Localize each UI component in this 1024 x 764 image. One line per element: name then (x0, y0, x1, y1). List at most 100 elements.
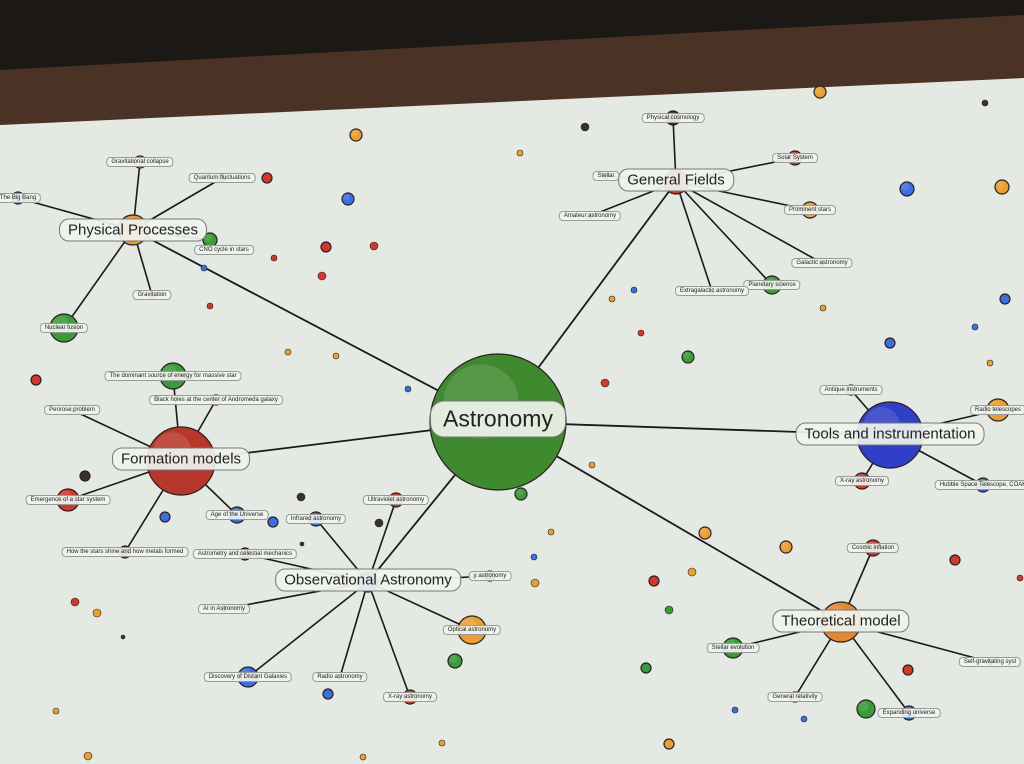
branch-label[interactable]: Tools and instrumentation (795, 422, 985, 446)
leaf-label[interactable]: Galactic astronomy (791, 258, 853, 268)
scatter-dot (600, 378, 610, 388)
scatter-dot (404, 385, 412, 393)
scatter-dots (30, 85, 1024, 761)
leaf-label[interactable]: Expanding universe (877, 708, 941, 718)
scatter-dot-highlight (700, 527, 707, 535)
scatter-dot-highlight (343, 193, 350, 201)
scatter-dot (687, 567, 697, 577)
leaf-label[interactable]: Stellar (592, 171, 620, 181)
leaf-label[interactable]: General relativity (767, 692, 823, 702)
scatter-dot (438, 739, 446, 747)
scatter-dot (986, 359, 994, 367)
scatter-dot (296, 492, 306, 502)
leaf-label[interactable]: Quantum fluctuations (188, 173, 256, 183)
scatter-dot (640, 662, 652, 674)
scatter-dot (698, 526, 712, 540)
scatter-dot (971, 323, 979, 331)
root-edge (132, 229, 499, 423)
leaf-label[interactable]: X-ray astronomy (834, 476, 890, 486)
scatter-dot-highlight (351, 129, 358, 137)
scatter-dot (159, 511, 171, 523)
leaf-label[interactable]: Self-gravitating syst (958, 657, 1022, 667)
leaf-label[interactable]: Physical cosmology (641, 113, 705, 123)
branch-edge (339, 581, 369, 678)
leaf-label[interactable]: Astrometry and celestial mechanics (192, 549, 298, 559)
leaf-label[interactable]: Discovery of Distant Galaxies (203, 672, 293, 682)
scatter-dot (349, 128, 363, 142)
scatter-dot (813, 85, 827, 99)
leaf-label[interactable]: Gravitation (132, 290, 172, 300)
leaf-label[interactable]: Prominent stars (783, 205, 837, 215)
scatter-dot (999, 293, 1011, 305)
leaf-label[interactable]: Planetary science (743, 280, 801, 290)
leaf-label[interactable]: AI in Astronomy (197, 604, 251, 614)
leaf-label[interactable]: X-ray astronomy (382, 692, 438, 702)
root-label[interactable]: Astronomy (430, 400, 566, 438)
leaf-label[interactable]: Radio astronomy (312, 672, 368, 682)
scatter-dot (341, 192, 355, 206)
scatter-dot (320, 241, 332, 253)
leaf-label[interactable]: Gravitational collapse (106, 157, 174, 167)
leaf-label[interactable]: The Big Bang (0, 193, 42, 203)
scatter-dot-highlight (996, 181, 1005, 189)
branch-label[interactable]: Observational Astronomy (275, 568, 461, 592)
scatter-dot (261, 172, 273, 184)
scatter-dot (284, 348, 292, 356)
leaf-label[interactable]: Penrose problem (44, 405, 100, 415)
scatter-dot-highlight (449, 655, 458, 663)
scatter-dot (731, 706, 739, 714)
scatter-dot (588, 461, 596, 469)
scatter-dot-highlight (815, 86, 822, 94)
scatter-dot-highlight (683, 351, 690, 359)
leaf-label[interactable]: Solar System (772, 153, 818, 163)
leaf-label[interactable]: Nuclear fusion (39, 323, 89, 333)
leaf-label[interactable]: Age of the Universe (205, 510, 269, 520)
branch-label[interactable]: Theoretical model (772, 609, 910, 633)
scatter-dot (681, 350, 695, 364)
scatter-dot (120, 634, 126, 640)
leaf-label[interactable]: CNO cycle in stars (194, 245, 254, 255)
scatter-dot (547, 528, 555, 536)
leaf-label[interactable]: Hubble Space Telescope, COAK (934, 480, 1024, 490)
scatter-dot (1016, 574, 1024, 582)
scatter-dot (83, 751, 93, 761)
scatter-dot-highlight (858, 701, 869, 712)
scatter-dot (516, 149, 524, 157)
scatter-dot (369, 241, 379, 251)
leaf-label[interactable]: Cosmic inflation (846, 543, 900, 553)
leaf-label[interactable]: Infrared astronomy (285, 514, 347, 524)
scatter-dot (374, 518, 384, 528)
leaf-label[interactable]: Stellar evolution (706, 643, 760, 653)
leaf-label[interactable]: Radio telescopes (969, 405, 1024, 415)
scatter-dot (899, 181, 915, 197)
scatter-dot (92, 608, 102, 618)
branch-edge (675, 181, 823, 264)
branch-edge (367, 499, 397, 583)
scatter-dot (270, 254, 278, 262)
scatter-dot (359, 753, 367, 761)
scatter-dot (819, 304, 827, 312)
leaf-label[interactable]: Extragalactic astronomy (674, 286, 750, 296)
scatter-dot (949, 554, 961, 566)
leaf-label[interactable]: How the stars shine and how metals forme… (61, 547, 189, 557)
leaf-label[interactable]: Amateur astronomy (558, 211, 622, 221)
branch-label[interactable]: Formation models (111, 447, 251, 471)
scatter-dot (779, 540, 793, 554)
leaf-label[interactable]: y astronomy (468, 571, 512, 581)
scatter-dot (630, 286, 638, 294)
leaf-label[interactable]: Antique instruments (819, 385, 883, 395)
wood-frame (0, 15, 1024, 125)
leaf-label[interactable]: Emergence of a star system (25, 495, 111, 505)
leaf-label[interactable]: The dominant source of energy for massiv… (104, 371, 242, 381)
scatter-dot (52, 707, 60, 715)
branch-label[interactable]: Physical Processes (58, 218, 208, 242)
scatter-dot (994, 179, 1010, 195)
scatter-dot (206, 302, 214, 310)
scatter-dot (530, 578, 540, 588)
scatter-dot (79, 470, 91, 482)
leaf-label[interactable]: Black holes at the center of Andromeda g… (149, 395, 283, 405)
leaf-label[interactable]: Ultraviolet astronomy (362, 495, 430, 505)
leaf-label[interactable]: Optical astronomy (442, 625, 502, 635)
branch-label[interactable]: General Fields (618, 168, 734, 192)
